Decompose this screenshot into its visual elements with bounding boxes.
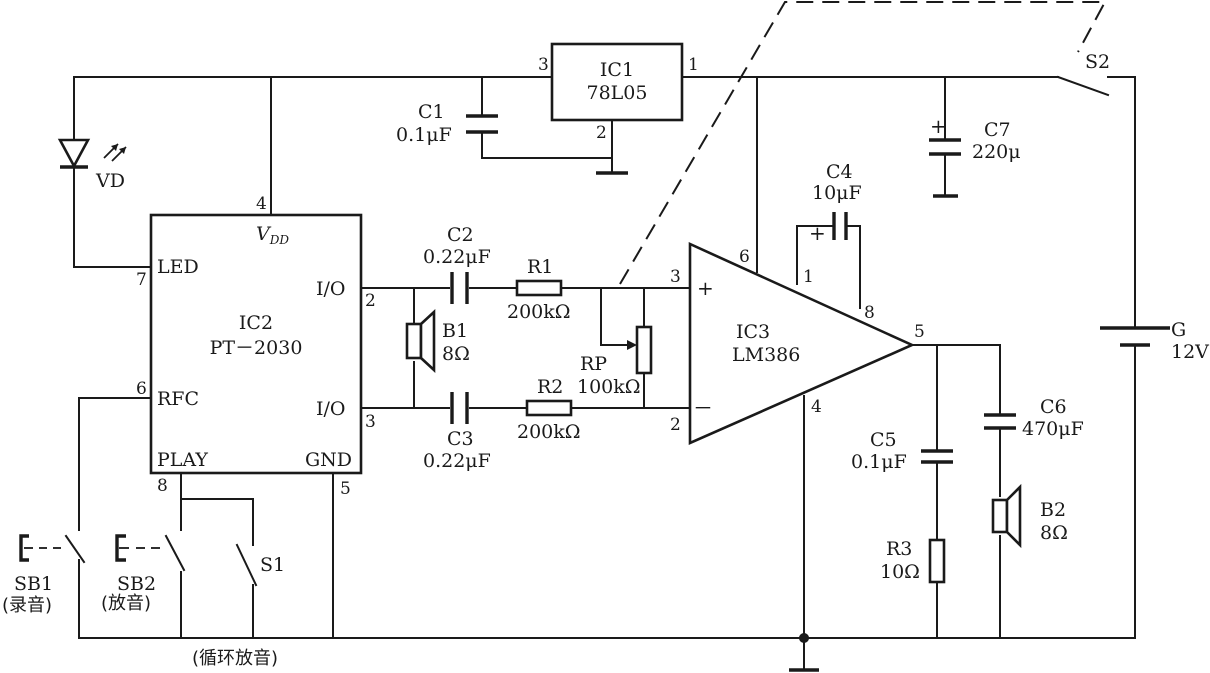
r2-value: 200kΩ	[517, 421, 581, 443]
ganged-link-dashed	[619, 0, 1107, 285]
r1-name: R1	[527, 256, 553, 278]
battery-g: G 12V	[1100, 319, 1209, 363]
ic3-amplifier: IC3 LM386 + － 3 2 6 1 8 5 4	[670, 241, 925, 445]
b1-value: 8Ω	[442, 343, 470, 365]
ic3-pin-vs: 6	[739, 247, 750, 267]
ic3-pin-g1: 1	[803, 267, 814, 287]
c7-value: 220μ	[972, 141, 1021, 163]
b1-name: B1	[442, 320, 468, 342]
c6-name: C6	[1040, 396, 1067, 418]
r2-name: R2	[537, 376, 563, 398]
ic1-name: IC1	[600, 59, 634, 81]
ic2-pin-gnd: 5	[340, 479, 351, 499]
s1-name: S1	[260, 554, 285, 576]
capacitor-c1: C1 0.1μF	[396, 101, 498, 146]
c5-value: 0.1μF	[851, 451, 907, 473]
ic3-part: LM386	[732, 344, 800, 366]
ic3-pin-in-minus: 2	[670, 415, 681, 435]
sb1-desc: (录音)	[2, 595, 52, 616]
ic2-vdd-label: VDD	[256, 223, 289, 247]
wiring	[73, 76, 1136, 671]
c4-value: 10μF	[812, 182, 862, 204]
ic3-pin-g8: 8	[864, 303, 875, 323]
switch-s1: S1	[235, 543, 285, 587]
ic2-io1-label: I/O	[316, 278, 345, 300]
switch-s2: S2	[1056, 51, 1110, 97]
sb2-desc: (放音)	[101, 593, 151, 614]
capacitor-c4: + C4 10μF	[809, 161, 862, 245]
r3-name: R3	[886, 538, 912, 560]
ic3-pin-out: 5	[914, 322, 925, 342]
capacitor-c6: C6 470μF	[984, 396, 1084, 440]
r3-value: 10Ω	[880, 561, 920, 583]
r1-value: 200kΩ	[507, 301, 571, 323]
ground-junction	[789, 633, 819, 672]
sb1-name: SB1	[14, 573, 53, 595]
speaker-b1: B1 8Ω	[405, 309, 470, 373]
ic2-pin-vdd: 4	[256, 194, 267, 214]
ic1-pin-gnd: 2	[596, 123, 607, 143]
g-value: 12V	[1171, 341, 1209, 363]
ic2-voice-chip: IC2 PT－2030 VDD LED RFC PLAY GND I/O I/O…	[136, 194, 376, 499]
c3-name: C3	[447, 428, 474, 450]
ic2-name: IC2	[239, 312, 273, 334]
vd-name: VD	[95, 170, 125, 192]
c4-plus-sign: +	[809, 221, 826, 245]
ic1-pin-out: 1	[688, 55, 699, 75]
capacitor-c5: C5 0.1μF	[851, 429, 953, 473]
resistor-r1: R1 200kΩ	[507, 256, 571, 323]
resistor-r2: R2 200kΩ	[517, 376, 581, 443]
ic3-pin-gnd: 4	[811, 397, 822, 417]
resistor-r3: R3 10Ω	[880, 538, 946, 584]
potentiometer-rp: RP 100kΩ	[577, 325, 653, 398]
rp-value: 100kΩ	[577, 376, 641, 398]
ic2-pin-led: 7	[136, 270, 147, 290]
ic1-pin-in: 3	[538, 55, 549, 75]
ic2-pin-rfc: 6	[136, 379, 147, 399]
c2-name: C2	[447, 224, 474, 246]
rp-name: RP	[580, 353, 607, 375]
ic3-minus-sign: －	[693, 396, 713, 420]
ic3-pin-in-plus: 3	[670, 267, 681, 287]
c7-name: C7	[984, 119, 1011, 141]
c1-name: C1	[418, 101, 445, 123]
capacitor-c2: C2 0.22μF	[423, 224, 491, 304]
c1-value: 0.1μF	[396, 124, 452, 146]
b2-name: B2	[1040, 499, 1066, 521]
ic2-pin-io2: 3	[365, 412, 376, 432]
g-name: G	[1171, 319, 1186, 341]
ic3-plus-sign: +	[697, 276, 714, 300]
b2-value: 8Ω	[1040, 522, 1068, 544]
ic2-io2-label: I/O	[316, 398, 345, 420]
ic1-regulator: IC1 78L05 3 1 2	[538, 42, 699, 143]
c5-name: C5	[870, 429, 897, 451]
led-vd: VD	[57, 138, 127, 192]
s2-name: S2	[1085, 51, 1110, 73]
c6-value: 470μF	[1022, 418, 1084, 440]
ic2-led-label: LED	[157, 256, 199, 278]
c4-name: C4	[826, 161, 853, 183]
ic2-part: PT－2030	[210, 337, 303, 359]
c3-value: 0.22μF	[423, 450, 491, 472]
ic2-gnd-label: GND	[305, 449, 352, 471]
sb2-name: SB2	[117, 573, 156, 595]
ic2-pin-io1: 2	[365, 291, 376, 311]
ic3-name: IC3	[736, 321, 770, 343]
speaker-b2: B2 8Ω	[991, 483, 1068, 549]
pushbutton-sb1: SB1 (录音)	[2, 534, 86, 616]
capacitor-c7: + C7 220μ	[929, 114, 1021, 163]
c7-plus-sign: +	[930, 114, 947, 138]
ic2-rfc-label: RFC	[157, 388, 199, 410]
loop-play-label: (循环放音)	[192, 648, 278, 669]
c2-value: 0.22μF	[423, 246, 491, 268]
ic2-play-label: PLAY	[157, 449, 208, 471]
pushbutton-sb2: SB2 (放音)	[101, 534, 186, 614]
capacitor-c3: C3 0.22μF	[423, 392, 491, 472]
ic1-part: 78L05	[587, 82, 648, 104]
ic2-pin-play: 8	[157, 476, 168, 496]
